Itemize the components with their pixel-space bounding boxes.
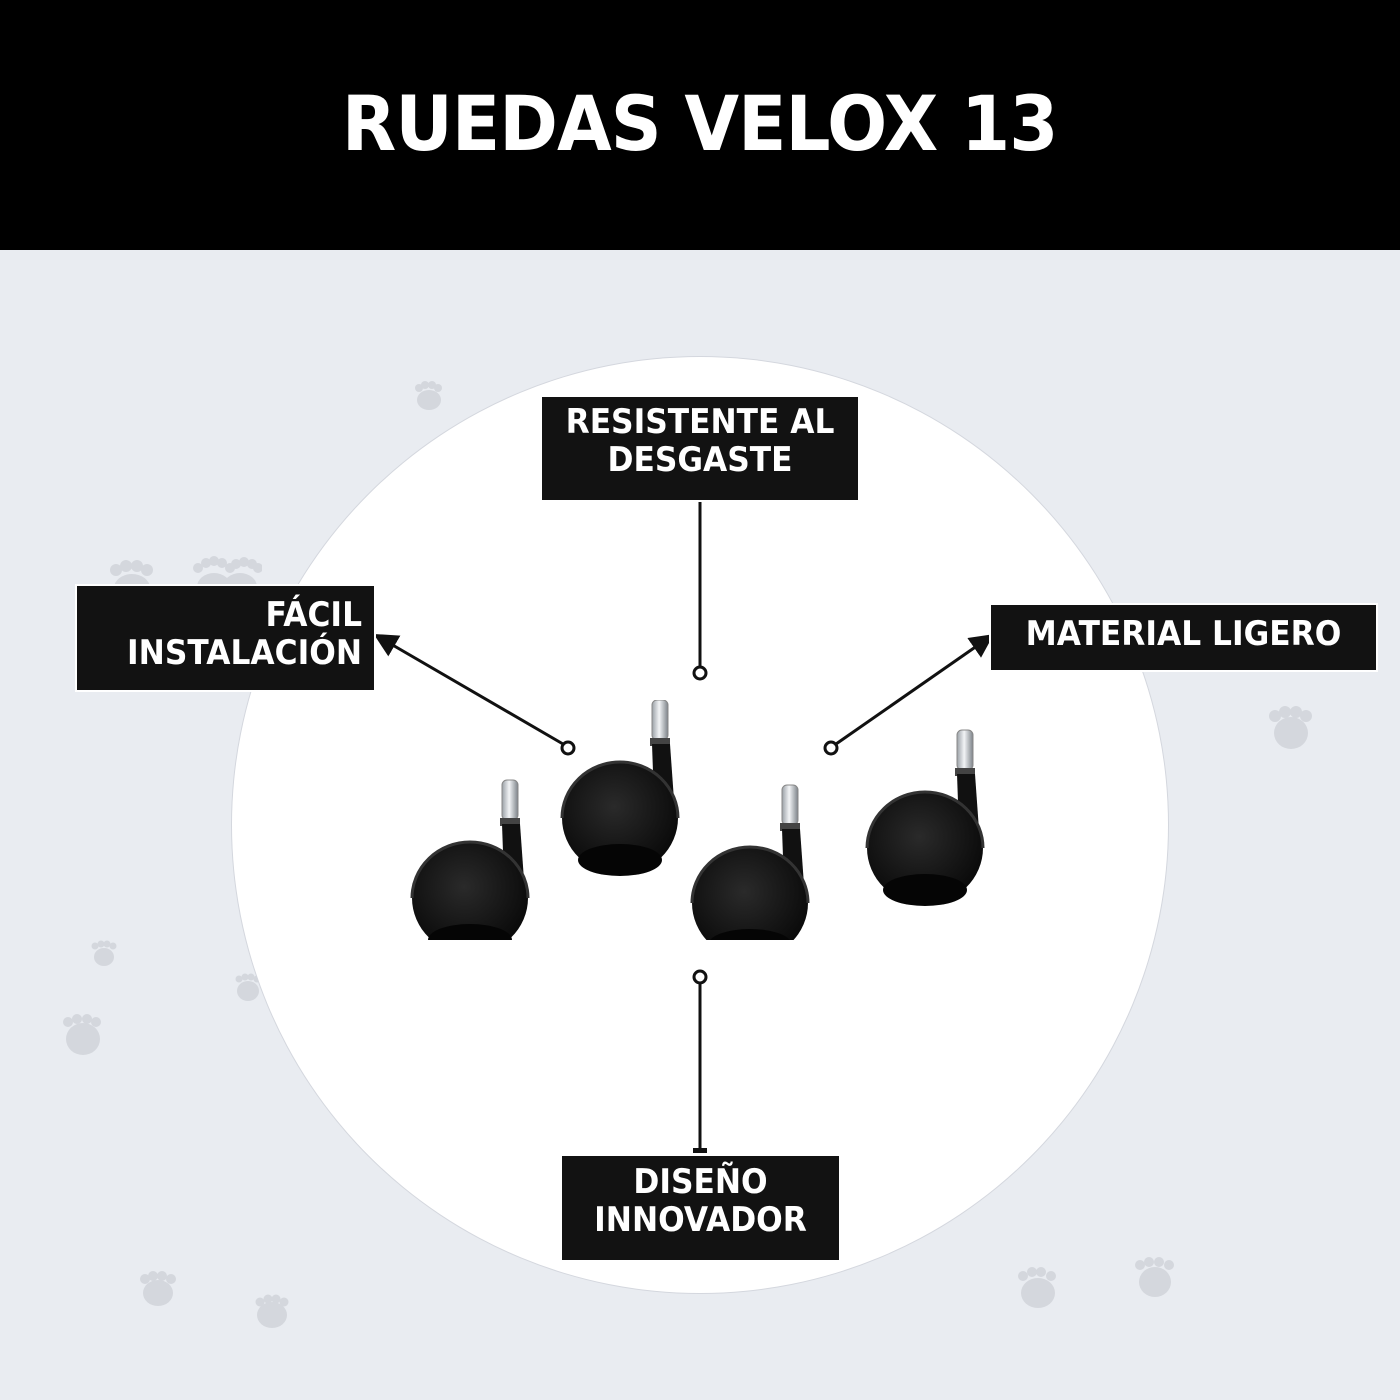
- paw-print-icon: [235, 972, 261, 1002]
- page-title: RUEDAS VELOX 13: [342, 79, 1058, 168]
- callout-line: MATERIAL LIGERO: [1025, 614, 1342, 654]
- caster-wheels-image: [410, 700, 985, 940]
- paw-print-icon: [255, 1293, 289, 1329]
- paw-print-icon: [192, 555, 262, 590]
- callout-line: INSTALACIÓN: [127, 633, 362, 673]
- callout-line: FÁCIL: [265, 595, 362, 635]
- paw-print-icon: [91, 940, 117, 968]
- paw-print-icon: [1135, 1256, 1175, 1298]
- callout-resistente-al-desgaste: RESISTENTE AL DESGASTE: [540, 395, 860, 502]
- circle-marker-icon: [692, 969, 708, 985]
- circle-marker-icon: [823, 740, 839, 756]
- callout-diseno-innovador: DISEÑO INNOVADOR: [560, 1154, 841, 1262]
- circle-marker-icon: [692, 665, 708, 681]
- callout-line: DESGASTE: [607, 440, 793, 480]
- paw-print-icon: [1017, 1266, 1059, 1310]
- header-banner: RUEDAS VELOX 13: [0, 0, 1400, 250]
- circle-marker-icon: [560, 740, 576, 756]
- paw-print-icon: [140, 1270, 176, 1308]
- paw-print-icon: [414, 380, 444, 410]
- paw-print-icon: [62, 1012, 104, 1056]
- callout-facil-instalacion: FÁCIL INSTALACIÓN: [75, 584, 376, 692]
- callout-line: RESISTENTE AL: [565, 402, 835, 442]
- callout-material-ligero: MATERIAL LIGERO: [989, 603, 1378, 672]
- paw-print-icon: [1268, 705, 1314, 751]
- callout-line: DISEÑO: [633, 1162, 768, 1202]
- callout-line: INNOVADOR: [594, 1200, 807, 1240]
